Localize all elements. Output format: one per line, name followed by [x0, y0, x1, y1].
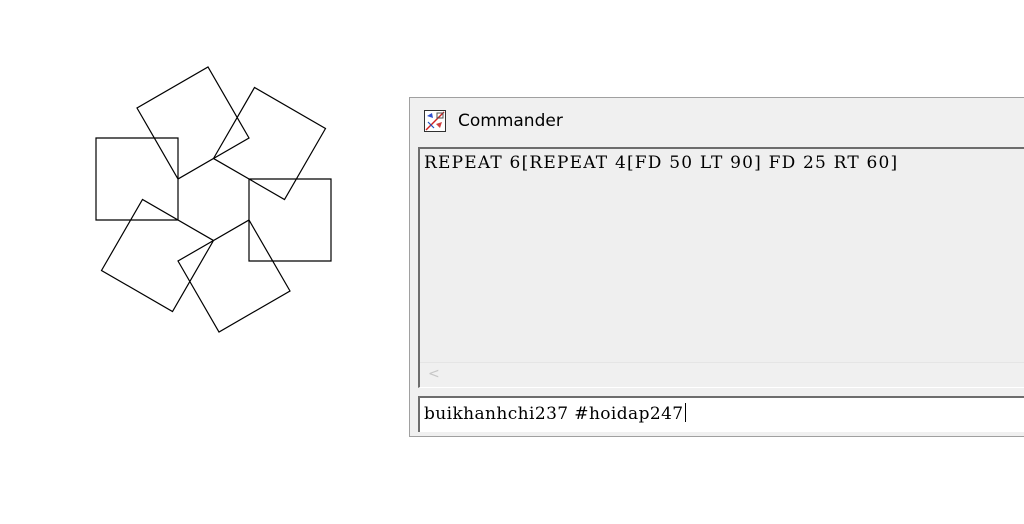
turtle-drawing-canvas	[95, 66, 332, 333]
command-input-field[interactable]: buikhanhchi237 #hoidap247	[418, 396, 1024, 432]
turtle-square-pattern	[95, 66, 332, 333]
title-bar[interactable]: Commander	[410, 98, 1024, 146]
scroll-left-arrow-icon[interactable]: <	[428, 366, 440, 382]
window-title: Commander	[458, 111, 563, 131]
commander-window: Commander REPEAT 6[REPEAT 4[FD 50 LT 90]…	[409, 97, 1024, 437]
text-caret	[684, 403, 686, 422]
logo-turtle-icon	[424, 110, 446, 132]
command-input-text[interactable]: buikhanhchi237 #hoidap247	[424, 403, 686, 424]
horizontal-scrollbar[interactable]: <	[420, 362, 1024, 387]
turtle-path	[95, 66, 332, 333]
command-input-value: buikhanhchi237 #hoidap247	[424, 404, 684, 424]
command-history-pane[interactable]: REPEAT 6[REPEAT 4[FD 50 LT 90] FD 25 RT …	[418, 147, 1024, 388]
history-line[interactable]: REPEAT 6[REPEAT 4[FD 50 LT 90] FD 25 RT …	[424, 153, 899, 173]
